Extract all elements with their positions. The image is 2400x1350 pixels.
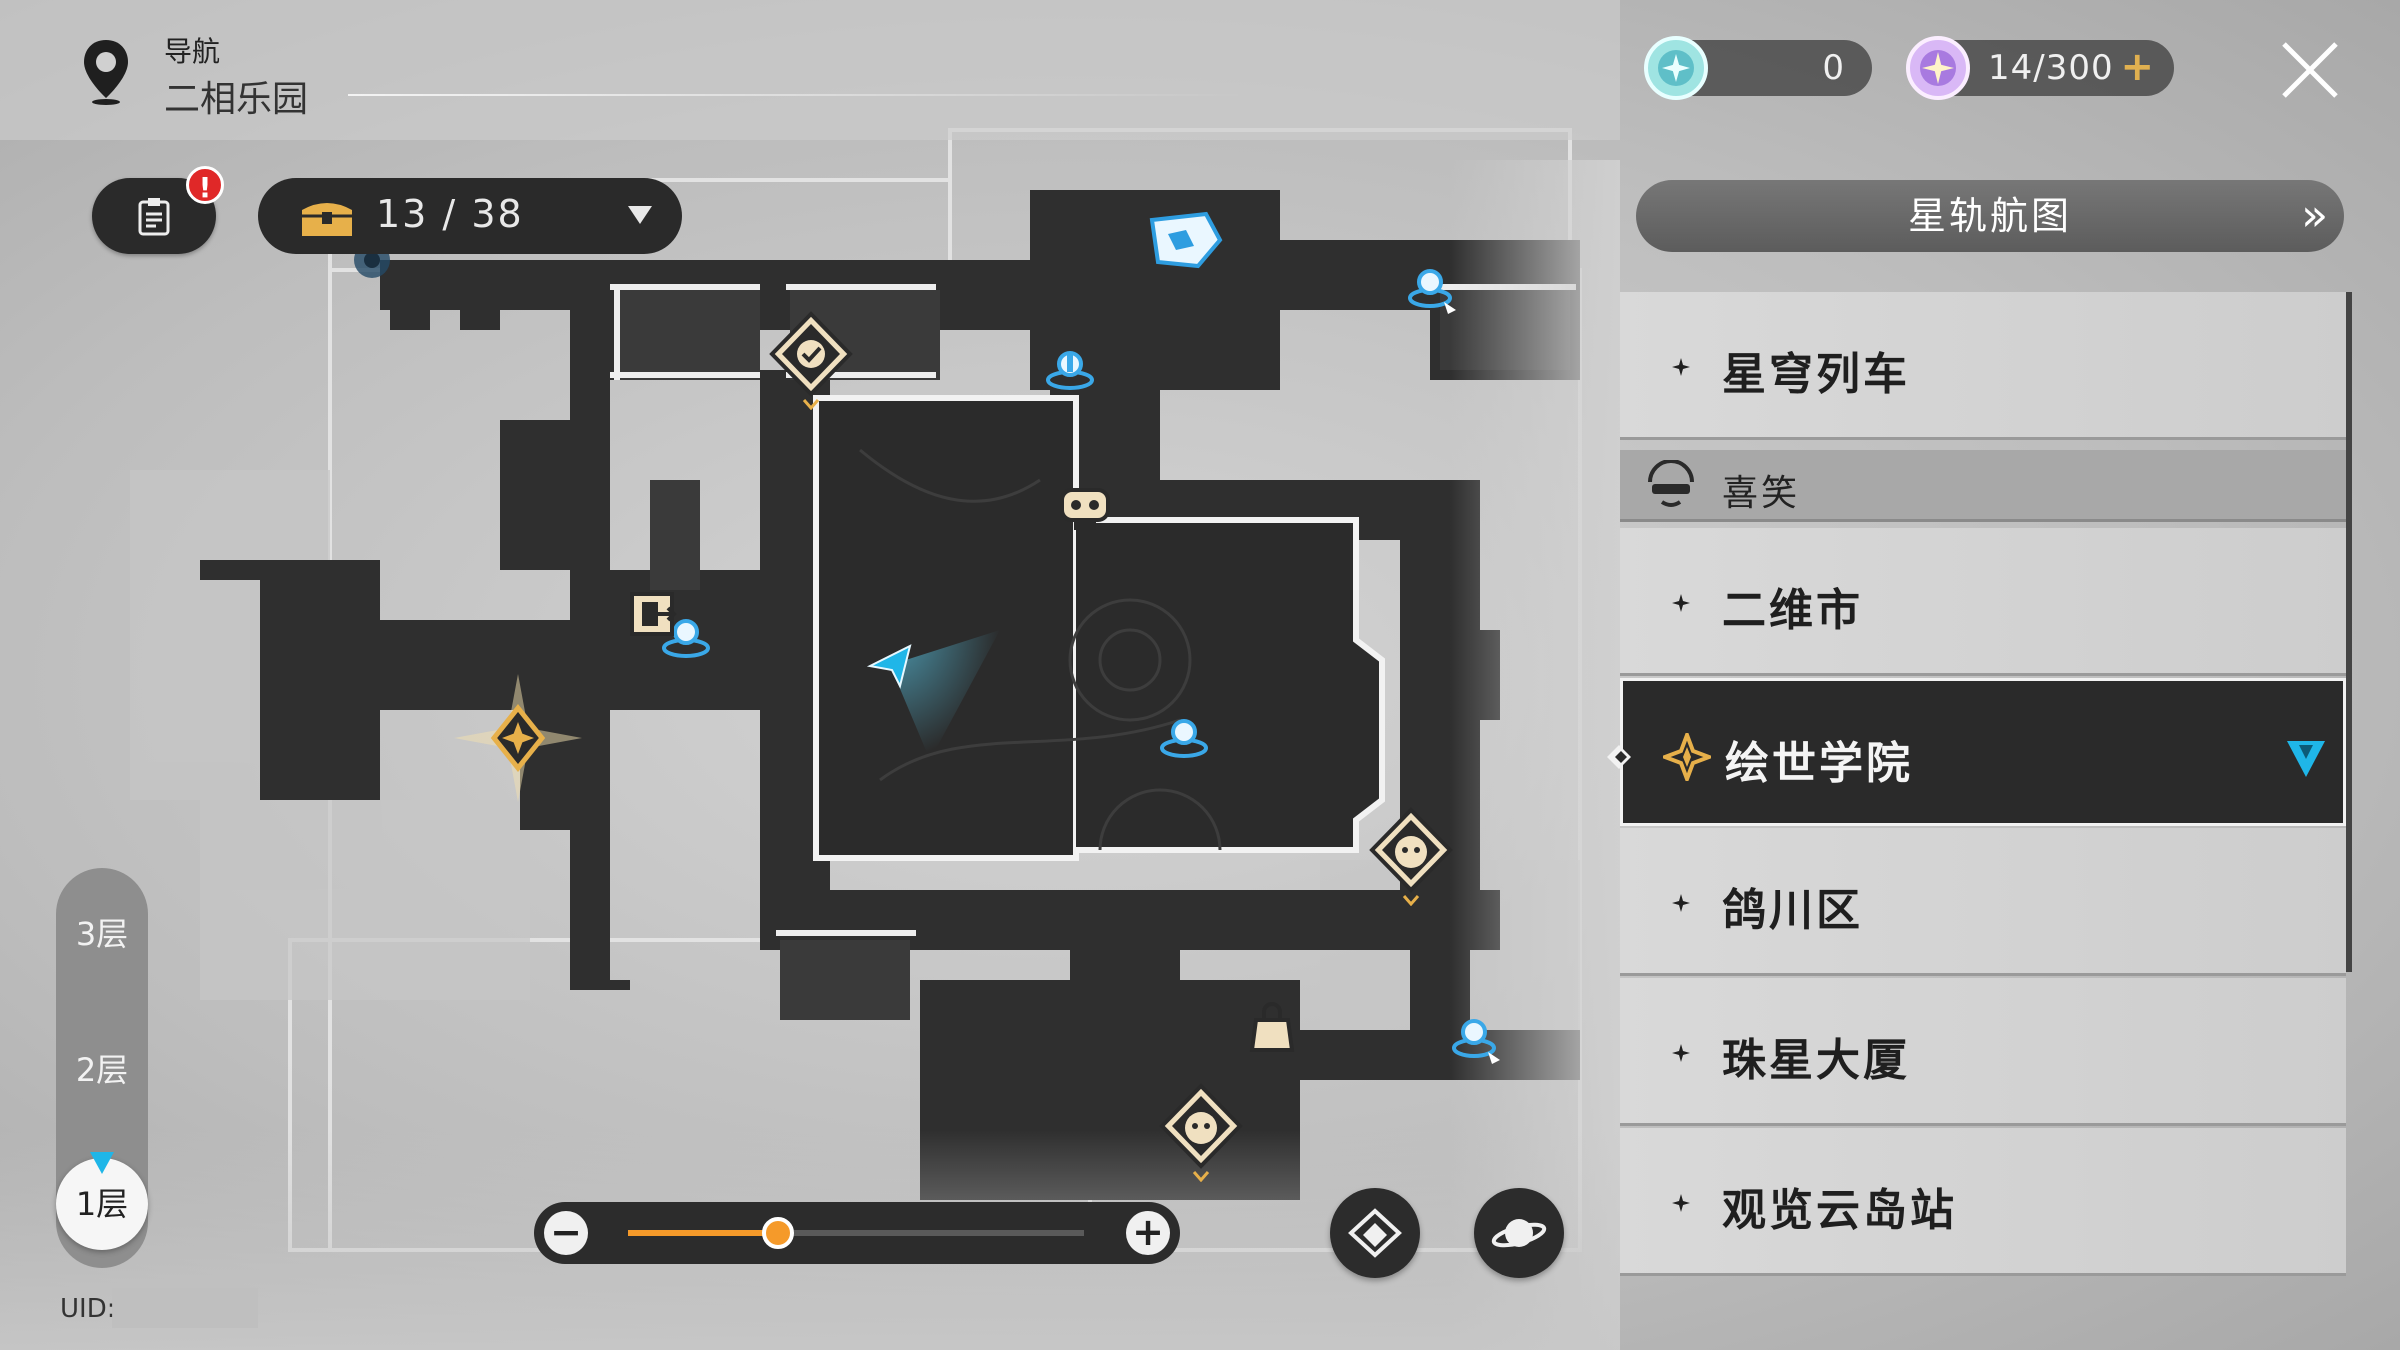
waypoint-star-icon — [1663, 733, 1711, 781]
clipboard-icon — [138, 198, 170, 236]
space-anchor-icon[interactable] — [1444, 1008, 1508, 1072]
reserved-power-value: 14/300 — [1988, 48, 2114, 88]
location-name: 二维市 — [1722, 585, 1863, 636]
location-sub-item[interactable]: 喜笑 — [1620, 450, 2346, 522]
location-name: 鸽川区 — [1722, 885, 1863, 936]
four-point-star-icon — [1672, 894, 1690, 912]
mask-face-icon — [1648, 460, 1694, 507]
zoom-out-button[interactable]: − — [544, 1211, 588, 1255]
waypoint-star-icon[interactable] — [450, 670, 586, 806]
mission-alert-badge: ! — [186, 166, 224, 204]
floor-2-button[interactable]: 2层 — [75, 1051, 129, 1089]
location-pin-icon — [84, 40, 128, 105]
four-point-star-icon — [1672, 1044, 1690, 1062]
location-name: 星穹列车 — [1722, 349, 1910, 400]
double-chevron-right-icon: » — [2301, 190, 2328, 241]
close-map-button[interactable] — [2278, 38, 2342, 102]
location-item[interactable]: 星穹列车 — [1620, 292, 2346, 440]
uid-redacted — [112, 1288, 258, 1328]
treasure-chest-icon — [302, 203, 352, 236]
current-floor-marker-icon — [90, 1152, 114, 1174]
floor-3-button[interactable]: 3层 — [75, 915, 129, 953]
trailblaze-power-value: 0 — [1822, 48, 1844, 88]
zoom-slider-handle[interactable] — [762, 1217, 795, 1249]
location-item[interactable]: 二维市 — [1620, 528, 2346, 676]
mission-log-button[interactable]: ! — [92, 166, 224, 254]
space-anchor-icon[interactable] — [1152, 708, 1216, 772]
dropdown-arrow-icon — [628, 206, 652, 224]
mission-npc-icon[interactable] — [1146, 210, 1226, 274]
reserved-power-counter[interactable]: 14/300 + — [1906, 36, 2174, 100]
location-item-selected[interactable]: 绘世学院 — [1607, 678, 2346, 826]
location-name: 绘世学院 — [1725, 738, 1913, 789]
navigation-label: 导航 — [164, 35, 221, 68]
star-rail-map-label: 星轨航图 — [1907, 194, 2072, 238]
map-canvas[interactable] — [0, 0, 1620, 1350]
merchant-diamond-icon[interactable] — [766, 310, 856, 410]
sub-location-name: 喜笑 — [1722, 473, 1801, 514]
location-list[interactable]: 星穹列车 喜笑 二维市 绘世学院 鸽川区 珠星大厦 — [1607, 292, 2352, 1292]
add-power-button[interactable]: + — [2120, 44, 2154, 90]
location-name: 珠星大厦 — [1722, 1035, 1910, 1086]
uid-label: UID: — [60, 1294, 116, 1324]
zoom-slider-track[interactable] — [628, 1217, 1084, 1249]
reserved-power-orb-icon — [1906, 36, 1970, 100]
location-list-scrollbar[interactable] — [2346, 292, 2352, 972]
selection-pointer-icon — [1607, 745, 1631, 769]
zoom-control[interactable]: − + — [534, 1202, 1180, 1264]
treasure-chest-counter[interactable]: 13 / 38 — [258, 178, 682, 254]
shop-bag-icon[interactable] — [1246, 1000, 1298, 1056]
location-item[interactable]: 鸽川区 — [1620, 828, 2346, 976]
floor-1-button[interactable]: 1层 — [56, 1152, 148, 1250]
space-anchor-icon[interactable] — [1038, 340, 1102, 404]
map-home-button[interactable] — [1330, 1188, 1420, 1278]
four-point-star-icon — [1672, 1194, 1690, 1212]
floor-1-label: 1层 — [75, 1185, 129, 1223]
location-item[interactable]: 观览云岛站 — [1620, 1128, 2346, 1276]
four-point-star-icon — [1672, 594, 1690, 612]
map-floorplan — [0, 0, 1620, 1350]
four-point-star-icon — [1672, 358, 1690, 376]
location-item[interactable]: 珠星大厦 — [1620, 978, 2346, 1126]
area-name: 二相乐园 — [164, 79, 309, 120]
space-anchor-icon[interactable] — [1400, 258, 1464, 322]
header-divider — [348, 94, 1248, 96]
raccoon-diamond-icon[interactable] — [1366, 806, 1456, 906]
exit-door-icon[interactable] — [628, 588, 680, 640]
chest-count: 13 / 38 — [376, 192, 524, 236]
home-layers-icon — [1348, 1208, 1402, 1258]
player-position-arrow-icon — [866, 644, 912, 689]
space-anchor-icon[interactable] — [654, 608, 718, 672]
floor-selector[interactable]: 3层 2层 1层 — [56, 868, 148, 1268]
zoom-slider-fill — [628, 1230, 779, 1236]
zoom-in-button[interactable]: + — [1126, 1211, 1170, 1255]
trailblaze-power-orb-icon — [1644, 36, 1708, 100]
planet-icon — [1491, 1219, 1547, 1248]
raccoon-diamond-icon[interactable] — [1156, 1082, 1246, 1182]
vending-robot-icon[interactable] — [1058, 480, 1112, 534]
location-name: 观览云岛站 — [1722, 1185, 1957, 1236]
planet-view-button[interactable] — [1474, 1188, 1564, 1278]
current-location-marker-icon — [2287, 741, 2325, 777]
star-rail-map-button[interactable]: 星轨航图 » — [1636, 180, 2344, 252]
trailblaze-power-counter[interactable]: 0 — [1644, 36, 1872, 100]
